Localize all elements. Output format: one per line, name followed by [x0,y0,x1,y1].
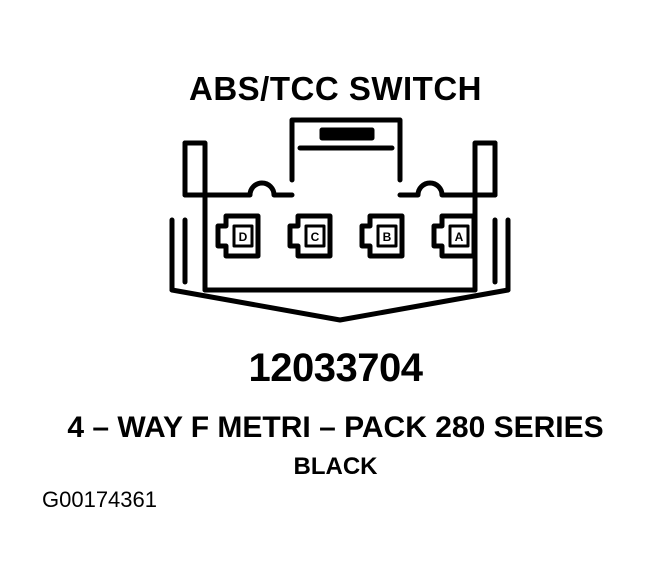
connector-description: 4 – WAY F METRI – PACK 280 SERIES [67,411,604,444]
connector-color: BLACK [293,453,378,480]
diagram-title: ABS/TCC SWITCH [189,70,482,107]
pin-label-a: A [455,230,464,244]
part-number: 12033704 [248,346,423,390]
pin-label-b: B [383,230,392,244]
pin-label-d: D [239,230,248,244]
pin-cavity-c: C [287,213,333,259]
pin-cavity-a: A [431,213,477,259]
pin-cavity-b: B [359,213,405,259]
pin-label-c: C [311,230,320,244]
figure-id: G00174361 [42,487,157,512]
pin-cavity-d: D [215,213,261,259]
locking-tab [289,117,403,183]
